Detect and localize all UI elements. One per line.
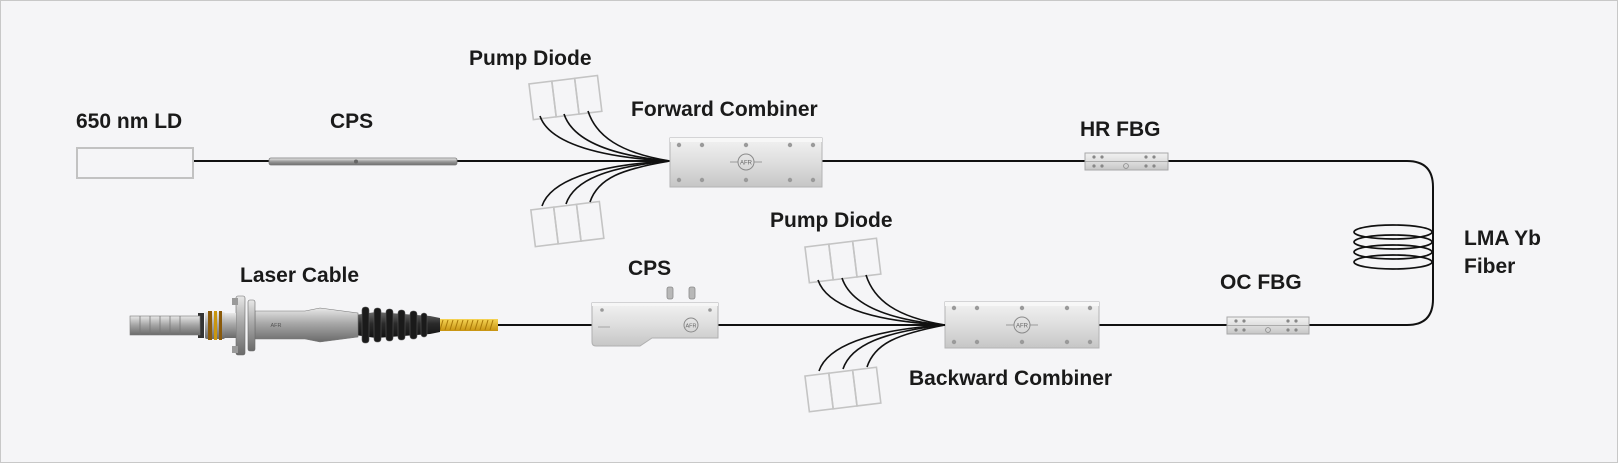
cps-bottom-device: AFR <box>591 286 719 347</box>
laser-cable-device: AFR <box>129 295 498 356</box>
forward-combiner-marking: AFR <box>740 161 753 167</box>
pump-diode-bottom-upper <box>804 237 882 284</box>
oc-fbg-device <box>1226 316 1310 335</box>
pump-diode-top-upper <box>528 74 603 121</box>
ld-box <box>76 147 194 179</box>
pump-diode-bottom-lower <box>804 366 882 413</box>
pump-fibers-forward <box>539 110 671 207</box>
ld-label: 650 nm LD <box>76 110 183 133</box>
backward-combiner-device: AFR <box>944 301 1100 349</box>
laser-cable-marking: AFR <box>271 323 282 329</box>
cps-bottom-marking: AFR <box>686 324 697 330</box>
lma-fiber-coil <box>1353 224 1433 270</box>
oc-fbg-label: OC FBG <box>1220 271 1302 294</box>
forward-combiner-device: AFR <box>669 137 823 188</box>
laser-cable-label: Laser Cable <box>240 264 360 287</box>
cps-top-label: CPS <box>330 110 374 133</box>
forward-combiner-label: Forward Combiner <box>631 98 818 121</box>
pump-diode-top-label: Pump Diode <box>469 47 592 70</box>
lma-fiber-label: LMA Yb Fiber <box>1464 227 1541 278</box>
hr-fbg-label: HR FBG <box>1080 118 1161 141</box>
backward-combiner-label: Backward Combiner <box>909 367 1113 390</box>
cps-bottom-label: CPS <box>628 257 672 280</box>
backward-combiner-marking: AFR <box>1016 324 1029 330</box>
cps-top-device <box>268 157 458 166</box>
pump-fibers-backward <box>817 274 946 372</box>
pump-diode-bottom-label: Pump Diode <box>770 209 893 232</box>
hr-fbg-device <box>1084 152 1169 171</box>
pump-diode-top-lower <box>529 200 605 248</box>
